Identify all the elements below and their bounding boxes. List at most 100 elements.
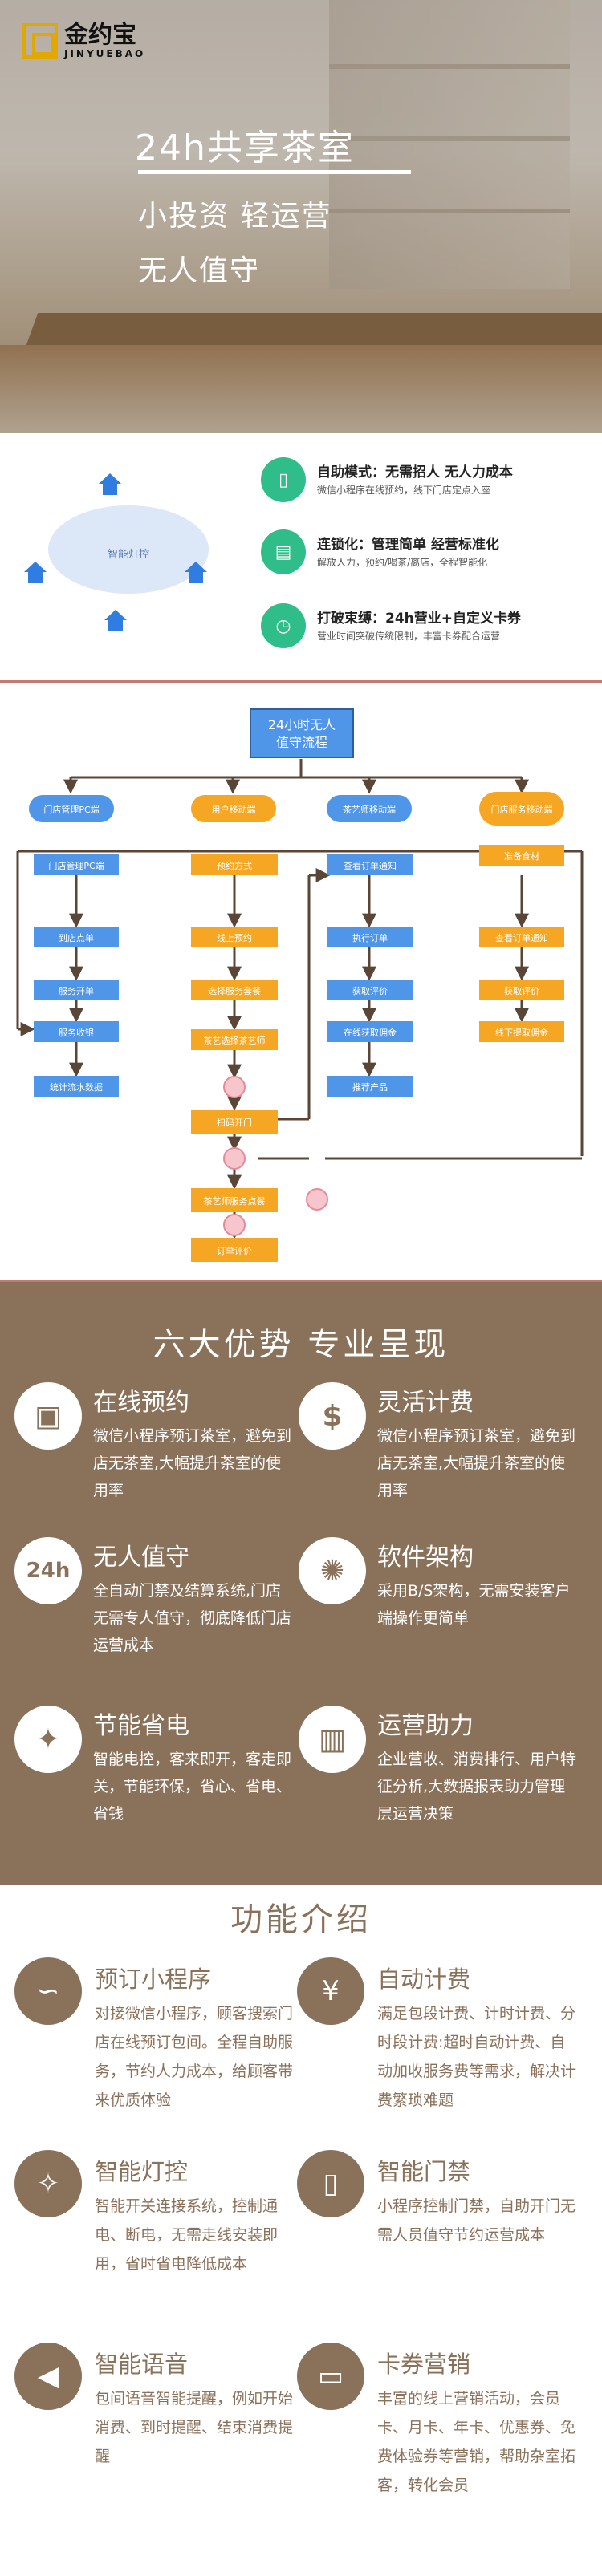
logo-text: 金约宝 JINYUEBAO: [64, 22, 146, 60]
function-name: 智能门禁: [377, 2158, 471, 2185]
logo-mark-icon: [22, 23, 58, 59]
advantage-desc: 全自动门禁及结算系统,门店无需专人值守，彻底降低门店运营成本: [93, 1582, 292, 1654]
money-bag-icon: ¥: [297, 1957, 364, 2025]
flow-top-label: 用户移动端: [212, 804, 256, 815]
advantage-name: 软件架构: [377, 1544, 474, 1572]
hero-overlay: [0, 0, 602, 433]
calendar-clock-icon: ▣: [14, 1382, 82, 1450]
floor-decor: [0, 345, 602, 433]
feature-desc: 微信小程序在线预约，线下门店定点入座: [317, 485, 491, 496]
hero-title: 24h共享茶室: [135, 128, 355, 168]
cloud-label: 智能灯控: [107, 549, 149, 561]
flow-col1: 门店管理PC端 到店点单 服务开单 服务收银 统计流水数据: [34, 854, 119, 1097]
flow-top-label: 茶艺师移动端: [343, 805, 396, 815]
megaphone-icon: ◀: [14, 2343, 82, 2410]
logo-en: JINYUEBAO: [64, 48, 146, 59]
house-icon: [185, 562, 207, 584]
features-section: 智能灯控 ▯ 自助模式：无需招人 无人力成本 微信小程序在线预约，线下门店定点入…: [0, 433, 602, 674]
hero-subtitle-2: 无人值守: [138, 254, 261, 287]
flow-top-tea: [327, 795, 412, 822]
function-desc: 对接微信小程序，顾客搜索门店在线预订包间。全程自助服务，节约人力成本，给顾客带来…: [95, 2005, 294, 2109]
flow-node: 预约方式: [217, 860, 252, 871]
function-item: ¥ 自动计费 满足包段计费、计时计费、分时段计费:超时自动计费、自动加收服务费等…: [297, 1957, 578, 2150]
function-name: 卡券营销: [377, 2351, 471, 2378]
flow-connectors: [16, 759, 584, 1239]
functions-section: 功能介绍 ∽ 预订小程序 对接微信小程序，顾客搜索门店在线预订包间。全程自助服务…: [0, 1885, 602, 2576]
advantage-desc: 智能电控，客来即开，客走即关，节能环保，省心、省电、省钱: [93, 1750, 292, 1823]
flow-col3: 查看订单通知 执行订单 获取评价 在线获取佣金 推荐产品: [327, 854, 413, 1097]
flow-title-line2: 值守流程: [276, 735, 327, 750]
flow-node: 统计流水数据: [50, 1081, 103, 1093]
flow-diagram: 24小时无人 值守流程 门店管理PC端 用户移动端 茶艺师移动端 门店服务移动端…: [0, 680, 602, 1282]
smart-network-illustration: 智能灯控: [24, 473, 217, 650]
bulb-icon: ✦: [14, 1706, 82, 1773]
hero-banner: 金约宝 JINYUEBAO 24h共享茶室 小投资 轻运营 无人值守: [0, 0, 602, 433]
mobile-icon: ▯: [261, 457, 306, 502]
logo[interactable]: 金约宝 JINYUEBAO: [22, 22, 145, 59]
function-item: ◀ 智能语音 包间语音智能提醒，例如开始消费、到时提醒、结束消费提醒: [14, 2343, 295, 2535]
function-name: 智能语音: [95, 2351, 189, 2378]
feature-item-24h: ◷ 打破束缚：24h营业+自定义卡券 营业时间突破传统限制，丰富卡券配合运营: [261, 603, 582, 655]
24h-icon: 24h: [14, 1537, 82, 1604]
flow-col2: 预约方式 线上预约 选择服务套餐 茶艺选择茶艺师 扫码开门 茶艺师服务点餐 订单…: [191, 854, 328, 1262]
ticket-icon: ▭: [297, 2343, 364, 2410]
lightbulb-hand-icon: ✧: [14, 2150, 82, 2217]
flow-node: 茶艺师服务点餐: [204, 1195, 266, 1207]
advantage-desc: 采用B/S架构，无需安装客户端操作更简单: [377, 1582, 571, 1627]
house-icon: [104, 610, 127, 632]
flow-node: 门店管理PC端: [48, 860, 104, 871]
flow-node: 获取评价: [504, 986, 539, 996]
advantages-title: 六大优势 专业呈现: [153, 1326, 449, 1363]
function-item: ▯ 智能门禁 小程序控制门禁，自助开门无需人员值守节约运营成本: [297, 2150, 578, 2343]
advantage-desc: 企业营收、消费排行、用户特征分析,大数据报表助力管理层运营决策: [377, 1750, 576, 1823]
function-name: 预订小程序: [95, 1965, 212, 1993]
flow-node: 准备食材: [504, 850, 539, 862]
function-item: ✧ 智能灯控 智能开关连接系统，控制通电、断电，无需走线安装即用，省时省电降低成…: [14, 2150, 295, 2343]
advantage-item: 24h 无人值守 全自动门禁及结算系统,门店无需专人值守，彻底降低门店运营成本: [14, 1537, 295, 1698]
feature-item-self-service: ▯ 自助模式：无需招人 无人力成本 微信小程序在线预约，线下门店定点入座: [261, 457, 582, 509]
shelf-decor: [329, 0, 570, 289]
flow-node: 推荐产品: [352, 1081, 388, 1093]
miniprogram-icon: ∽: [14, 1957, 82, 2025]
flow-col4: 准备食材 查看订单通知 获取评价 线下提取佣金: [479, 845, 564, 1042]
flow-node: 选择服务套餐: [208, 985, 261, 996]
function-name: 自动计费: [377, 1965, 471, 1993]
feature-title: 打破束缚：24h营业+自定义卡券: [317, 611, 522, 627]
feature-title: 连锁化：管理简单 经营标准化: [317, 537, 499, 553]
flow-top-service: [479, 792, 564, 826]
flow-node: 查看订单通知: [495, 932, 548, 943]
flow-node: 扫码开门: [217, 1117, 252, 1128]
function-desc: 满足包段计费、计时计费、分时段计费:超时自动计费、自动加收服务费等需求，解决计费…: [377, 2005, 576, 2109]
clock-icon: ◷: [261, 603, 306, 648]
advantage-name: 节能省电: [93, 1712, 189, 1740]
feature-desc: 解放人力，预约/喝茶/离店，全程智能化: [317, 557, 488, 568]
hero-subtitle-1: 小投资 轻运营: [138, 200, 332, 233]
advantage-name: 灵活计费: [377, 1389, 474, 1417]
dollar-icon: $: [299, 1382, 366, 1450]
advantage-item: ✦ 节能省电 智能电控，客来即开，客走即关，节能环保，省心、省电、省钱: [14, 1706, 295, 1866]
feature-title: 自助模式：无需招人 无人力成本: [317, 464, 513, 481]
flow-node: 服务收银: [59, 1027, 94, 1038]
door-icon: ▯: [297, 2150, 364, 2217]
function-desc: 小程序控制门禁，自助开门无需人员值守节约运营成本: [377, 2197, 576, 2244]
advantage-item: $ 灵活计费 微信小程序预订茶室，避免到店无茶室,大幅提升茶室的使用率: [299, 1382, 580, 1543]
flow-title-line1: 24小时无人: [268, 717, 336, 732]
feature-desc: 营业时间突破传统限制，丰富卡券配合运营: [317, 631, 501, 642]
flow-node: 执行订单: [352, 932, 388, 943]
advantage-item: ▣ 在线预约 微信小程序预订茶室，避免到店无茶室,大幅提升茶室的使用率: [14, 1382, 295, 1543]
function-desc: 丰富的线上营销活动，会员卡、月卡、年卡、优惠券、免费体验券等营销，帮助杂室拓客，…: [377, 2390, 576, 2494]
function-item: ▭ 卡券营销 丰富的线上营销活动，会员卡、月卡、年卡、优惠券、免费体验券等营销，…: [297, 2343, 578, 2535]
hero-divider: [138, 170, 411, 174]
chart-icon: ▥: [299, 1706, 366, 1773]
advantage-desc: 微信小程序预订茶室，避免到店无茶室,大幅提升茶室的使用率: [93, 1427, 292, 1499]
house-icon: [99, 473, 121, 496]
advantage-name: 运营助力: [377, 1712, 474, 1740]
flow-top-label: 门店服务移动端: [491, 804, 553, 815]
flow-node: 线上预约: [217, 932, 252, 943]
chain-icon: ▤: [261, 529, 306, 574]
function-name: 智能灯控: [95, 2158, 189, 2185]
advantage-item: ▥ 运营助力 企业营收、消费排行、用户特征分析,大数据报表助力管理层运营决策: [299, 1706, 580, 1866]
advantage-name: 在线预约: [93, 1389, 189, 1417]
flow-node: 线下提取佣金: [495, 1027, 548, 1038]
